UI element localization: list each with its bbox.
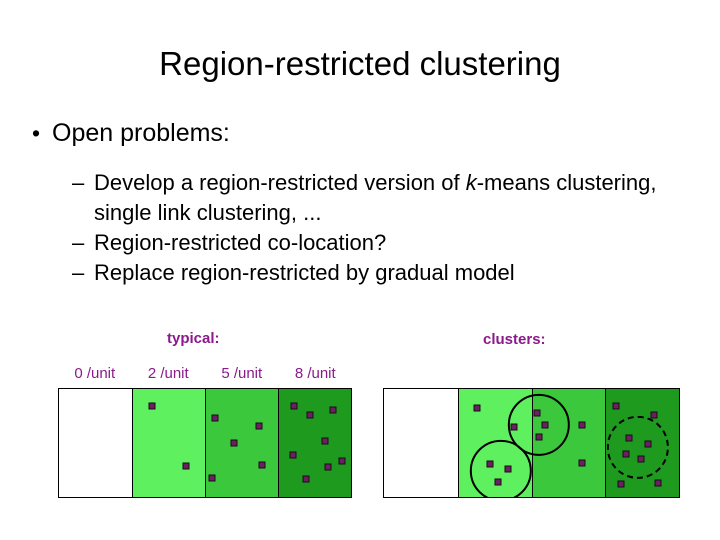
diagram-panel-clusters [383,388,680,498]
data-point [541,421,549,429]
data-point [258,461,266,469]
data-point [290,402,298,410]
data-point [504,465,512,473]
caption-clusters: clusters: [483,331,546,348]
data-point [255,422,263,430]
diagram-panel-typical [58,388,352,498]
data-point [182,462,190,470]
page-title: Region-restricted clustering [159,45,561,82]
bullet-open-problems: • Open problems: [32,117,230,149]
data-point [650,411,658,419]
data-point [533,409,541,417]
dash-marker-icon: – [72,170,85,195]
data-point [324,463,332,471]
unit-label-row: 0 /unit 2 /unit 5 /unit 8 /unit [58,365,352,385]
data-point [617,480,625,487]
caption-typical: typical: [167,330,220,347]
density-band-2 [132,389,205,497]
data-point [494,478,502,486]
data-point [578,459,586,467]
data-point [302,475,310,483]
sub-bullet-item-2: –Region-restricted co-location? [72,228,702,258]
sub-bullet-list: –Develop a region-restricted version of … [72,168,702,288]
data-point [622,450,630,458]
sub-bullet-item-3: –Replace region-restricted by gradual mo… [72,258,702,288]
unit-label-3: 8 /unit [294,365,336,382]
data-point [329,406,337,414]
dash-marker-icon: – [72,260,85,285]
density-band-5 [205,389,278,497]
data-point [211,414,219,422]
data-point [306,411,314,419]
data-point [148,402,156,410]
bullet-marker-icon: • [32,120,41,146]
data-point [578,421,586,429]
sub-bullet-1-post: -means clustering, single link clusterin… [94,170,657,225]
data-point [637,455,645,463]
density-band-0 [59,389,132,497]
cluster-circle-1 [507,393,571,456]
cluster-circle-2 [469,439,532,497]
cluster-circle-3 [606,416,669,479]
unit-label-2: 5 /unit [221,365,263,382]
data-point [612,402,620,410]
data-point [535,433,543,441]
data-point [338,457,346,465]
sub-bullet-item-1: –Develop a region-restricted version of … [72,168,702,228]
unit-label-0: 0 /unit [74,365,116,382]
density-band-8 [278,389,351,497]
sub-bullet-1-italic: k [465,170,477,195]
data-point [510,423,518,431]
bullet-open-problems-label: Open problems: [52,119,230,147]
dash-marker-icon: – [72,230,85,255]
sub-bullet-2-label: Region-restricted co-location? [94,230,387,255]
data-point [486,460,494,468]
sub-bullet-3-label: Replace region-restricted by gradual mod… [94,260,515,285]
sub-bullet-1-pre: Develop a region-restricted version of [94,170,466,195]
data-point [230,439,238,447]
density-band-0 [384,389,458,497]
unit-label-1: 2 /unit [147,365,189,382]
data-point [208,474,216,482]
data-point [473,404,481,412]
data-point [321,437,329,445]
data-point [644,440,652,448]
data-point [289,451,297,459]
data-point [625,434,633,442]
data-point [654,479,662,487]
